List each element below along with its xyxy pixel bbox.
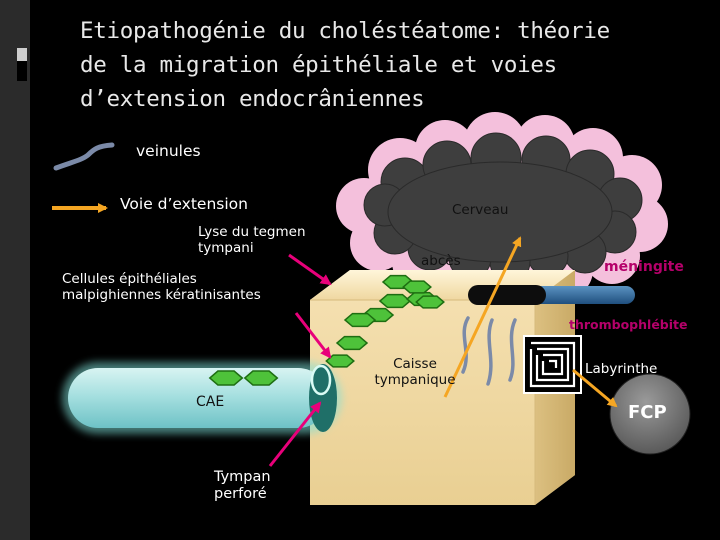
epithelial-cell (335, 335, 369, 351)
perforation-ring (310, 364, 332, 396)
epithelial-cell (415, 295, 445, 309)
label-caisse: Caisse tympanique (374, 356, 456, 389)
lateral-sinus (468, 285, 635, 305)
label-cae: CAE (196, 394, 225, 410)
title-bullet-light (17, 48, 27, 61)
label-labyrinthe: Labyrinthe (585, 361, 658, 377)
side-bar (0, 0, 30, 540)
veinule-icon (53, 142, 115, 171)
label-thrombophlebite: thrombophlébite (569, 317, 688, 332)
arrow-to-brain (443, 236, 522, 398)
brain-cloud (336, 112, 668, 300)
arrow-tympan (268, 401, 322, 467)
legend-extension-label: Voie d’extension (120, 195, 248, 213)
label-cerveau: Cerveau (452, 202, 509, 218)
epithelial-cell (378, 293, 412, 309)
arrow-cellules (294, 312, 332, 359)
fcp-circle (609, 373, 691, 455)
labyrinth-icon (523, 335, 582, 394)
veinules-group (461, 316, 517, 386)
label-tympan: Tympan perforé (214, 469, 271, 503)
epithelial-cell (243, 370, 279, 386)
label-fcp: FCP (628, 402, 667, 423)
epithelial-cells (208, 274, 445, 386)
slide-title: Etiopathogénie du choléstéatome: théorie… (80, 18, 610, 112)
epithelial-cell (343, 312, 377, 328)
label-meningite: méningite (604, 259, 684, 275)
label-lyse-tegmen: Lyse du tegmen tympani (198, 224, 306, 257)
label-abces: abcès (421, 253, 461, 269)
label-cellules: Cellules épithéliales malpighiennes kéra… (62, 271, 261, 304)
epithelial-cell (325, 354, 355, 368)
epithelial-cell (208, 370, 244, 386)
title-bullet-dark (17, 61, 27, 81)
epithelial-cell (402, 280, 432, 294)
arrow-to-fcp (572, 368, 618, 408)
legend-veinules-label: veinules (136, 142, 201, 160)
arrow-lyse (288, 253, 332, 286)
